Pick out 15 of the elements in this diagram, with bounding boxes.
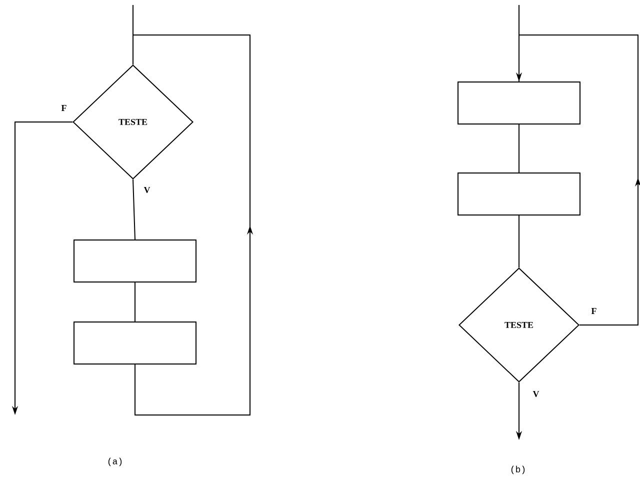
edge-label: F bbox=[590, 307, 598, 315]
process-box bbox=[74, 240, 196, 282]
panel-label: (a) bbox=[108, 458, 122, 466]
edge-label: V bbox=[532, 390, 540, 398]
connector-line bbox=[132, 179, 136, 240]
process-box bbox=[458, 172, 580, 216]
edge-label: F bbox=[60, 104, 68, 112]
connector-line bbox=[134, 282, 136, 322]
arrow bbox=[518, 34, 640, 326]
edge-label: V bbox=[142, 186, 152, 194]
panel-label: (b) bbox=[511, 466, 525, 474]
process-box bbox=[458, 82, 580, 124]
connector-line bbox=[518, 124, 520, 173]
process-box bbox=[74, 322, 196, 364]
connector-line bbox=[518, 215, 520, 268]
